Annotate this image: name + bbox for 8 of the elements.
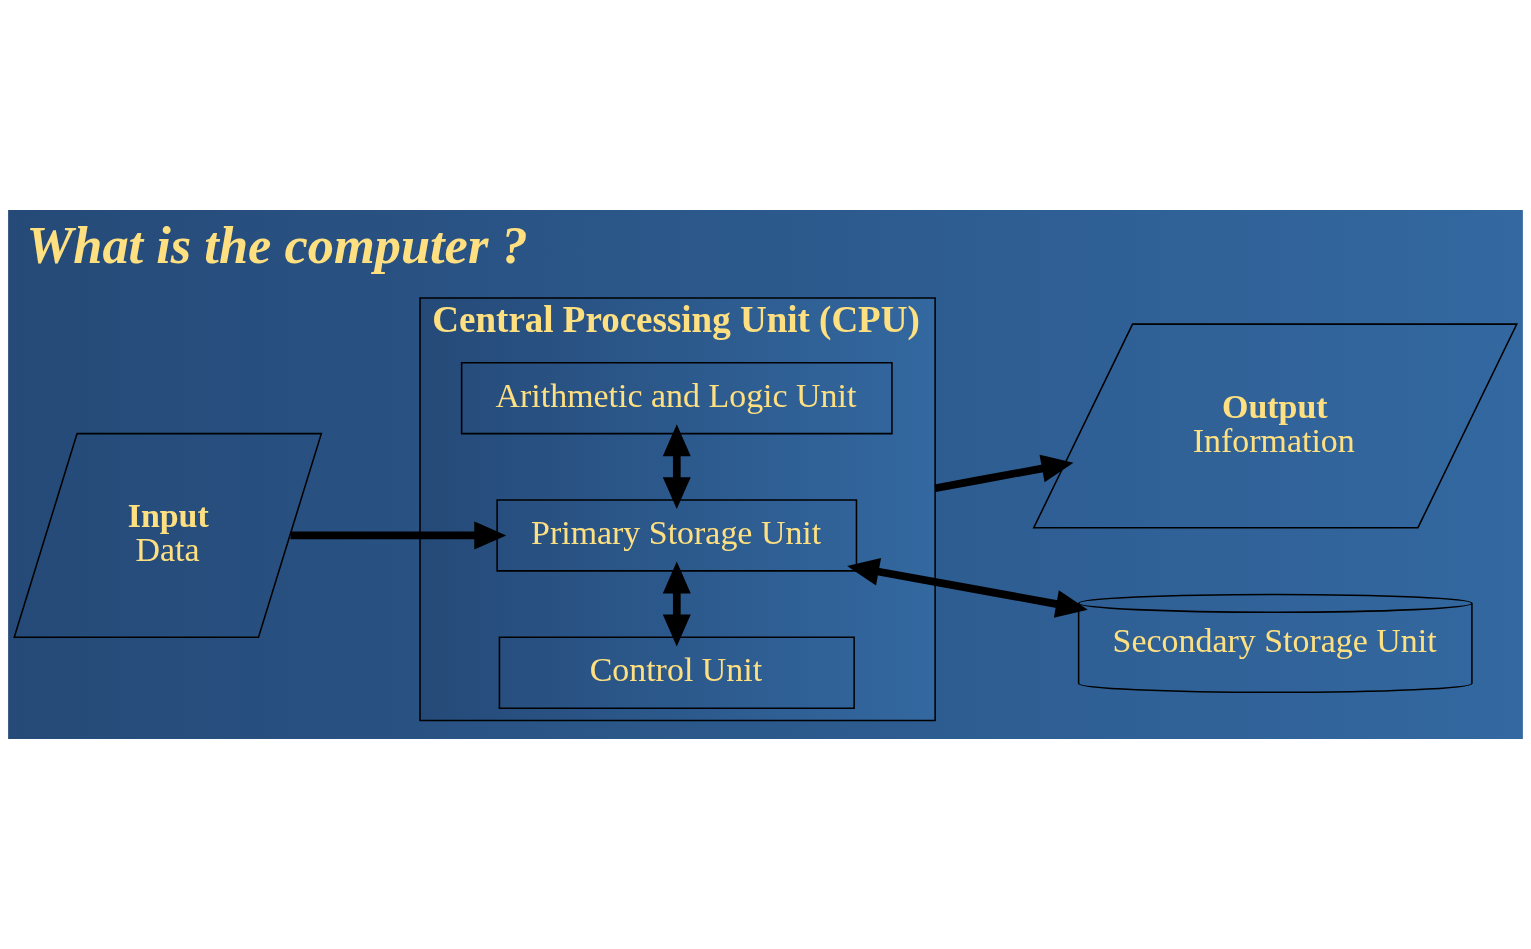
diagram-title: What is the computer ? [26,215,528,274]
node-box: Control Unit [498,636,855,709]
arrow [662,424,691,510]
arrow [662,561,691,647]
node-box: Primary Storage Unit [496,499,858,572]
arrow [934,454,1074,492]
node-box: Arithmetic and Logic Unit [460,361,893,435]
arrow [847,557,1088,618]
